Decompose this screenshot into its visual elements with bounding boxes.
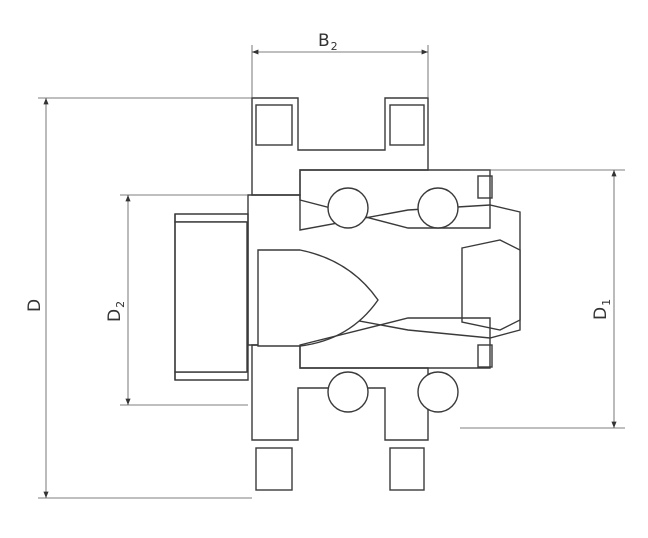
outer-ring [299, 169, 493, 369]
dimension-b2: B2 [251, 31, 428, 55]
hub-body-section [247, 97, 521, 441]
dimension-d2: D2 [105, 195, 131, 405]
bearing-balls [327, 187, 459, 413]
bolt-holes [255, 104, 425, 491]
dimension-b2-label: B2 [318, 31, 338, 53]
dimension-d1-label: D1 [591, 299, 613, 320]
dimension-d-label: D [25, 299, 45, 312]
dimension-d: D [25, 98, 49, 498]
dimension-d2-label: D2 [105, 301, 127, 322]
ball-upper-right [417, 187, 459, 229]
ball-lower-left [327, 371, 369, 413]
ball-lower-right [417, 371, 459, 413]
ball-upper-left [327, 187, 369, 229]
dimension-d1: D1 [591, 170, 617, 428]
left-housing [174, 213, 249, 381]
extension-lines [38, 45, 625, 499]
